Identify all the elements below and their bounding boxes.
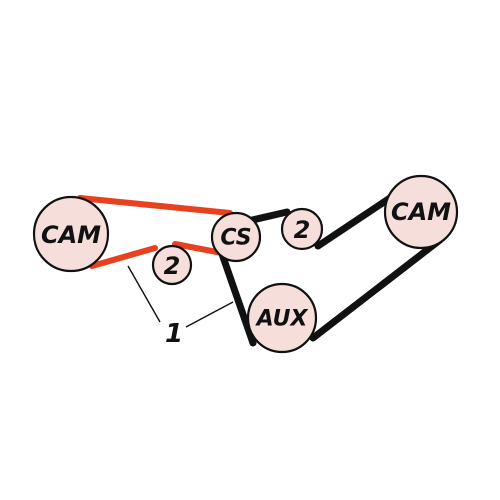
cam-left-pulley: CAM xyxy=(32,195,110,273)
callout-leader-red xyxy=(127,265,161,323)
idler-lower-label: 2 xyxy=(164,252,181,280)
cam-right-label: CAM xyxy=(391,198,451,226)
crankshaft-pulley: CS xyxy=(210,211,262,263)
primary-belt-upper-run xyxy=(77,195,233,216)
primary-belt xyxy=(77,195,233,269)
cam-right-pulley: CAM xyxy=(383,174,459,250)
aux-label: AUX xyxy=(255,307,309,332)
idler-upper-pulley: 2 xyxy=(280,207,324,251)
callout-leaders xyxy=(127,265,234,328)
secondary-belt-cs-to-idler xyxy=(244,208,291,225)
secondary-belt-cam-to-aux xyxy=(309,236,444,342)
idler-lower-pulley: 2 xyxy=(151,244,193,286)
crankshaft-label: CS xyxy=(220,226,251,251)
callout-leader-black xyxy=(185,301,234,328)
aux-pulley: AUX xyxy=(246,282,318,354)
callout-label: 1 xyxy=(165,319,183,349)
secondary-belt-cs-to-aux xyxy=(218,250,257,347)
idler-upper-label: 2 xyxy=(294,216,311,244)
cam-left-label: CAM xyxy=(41,221,101,249)
primary-belt-lower-run xyxy=(89,245,158,269)
primary-belt-idler-run xyxy=(172,241,225,256)
